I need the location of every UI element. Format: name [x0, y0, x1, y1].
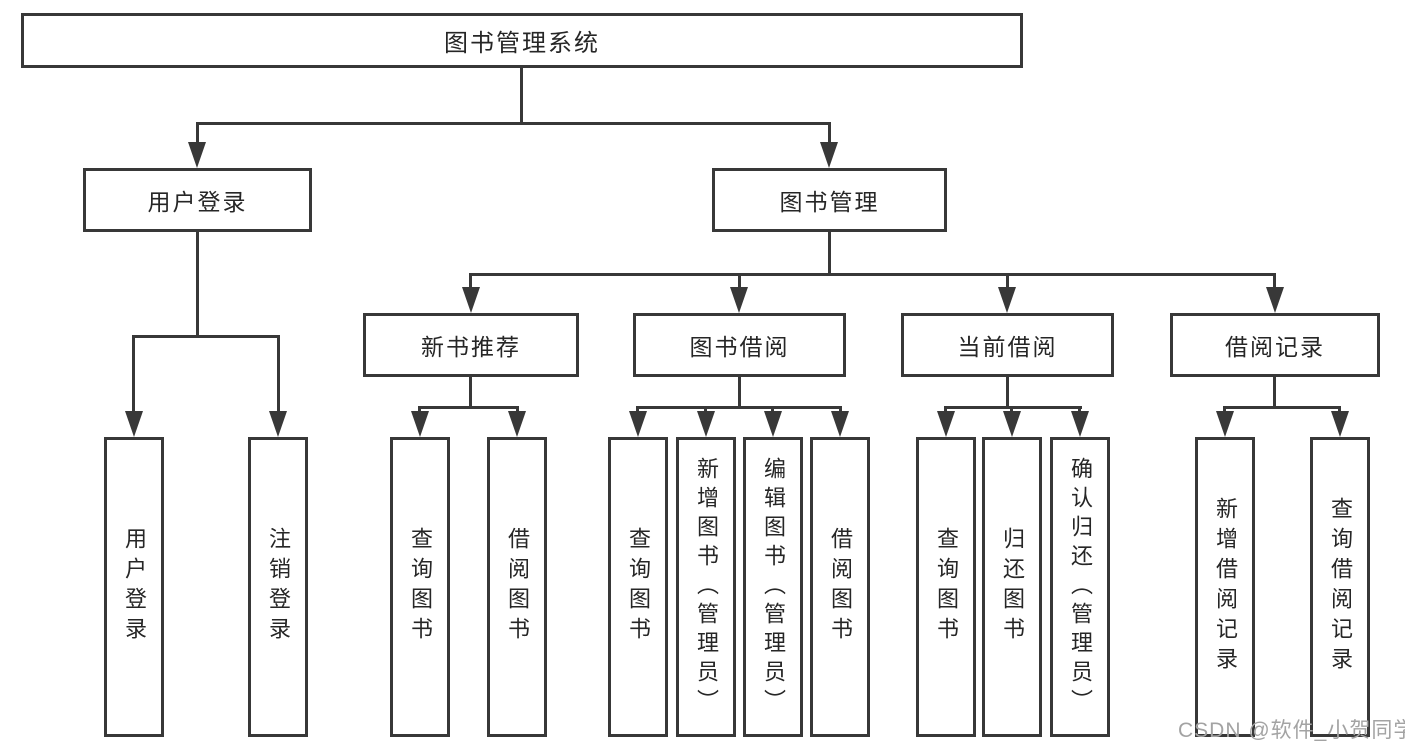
connector-drop-current-borrow: [1006, 273, 1009, 293]
arrow-down-bb-add: [697, 411, 715, 437]
connector-current-hbar: [944, 406, 1082, 409]
node-current-borrow: 当前借阅: [901, 313, 1114, 377]
node-book-management: 图书管理: [712, 168, 947, 232]
leaf-borrow-add-books-admin: 新增图书（管理员）: [676, 437, 736, 737]
leaf-user-login: 用户登录: [104, 437, 164, 737]
arrow-down-bb-edit: [764, 411, 782, 437]
connector-book-borrow-stem: [738, 377, 741, 409]
connector-new-book-hbar: [418, 406, 519, 409]
arrow-down-rec-query: [411, 411, 429, 437]
arrow-down-cb-confirm: [1071, 411, 1089, 437]
arrow-down-bb-borrow: [831, 411, 849, 437]
connector-user-login-hbar: [132, 335, 280, 338]
leaf-recommend-borrow-books: 借阅图书: [487, 437, 547, 737]
connector-records-stem: [1273, 377, 1276, 409]
connector-drop-book-mgmt: [828, 122, 831, 148]
connector-records-hbar: [1223, 406, 1341, 409]
node-book-borrow: 图书借阅: [633, 313, 846, 377]
csdn-watermark: CSDN @软件_小贺同学: [1178, 719, 1405, 742]
connector-drop-new-book: [469, 273, 472, 293]
leaf-current-confirm-return-admin: 确认归还（管理员）: [1050, 437, 1110, 737]
arrow-down-leaf-logout: [269, 411, 287, 437]
arrow-down-current-borrow: [998, 287, 1016, 313]
connector-new-book-stem: [469, 377, 472, 409]
arrow-down-cb-query: [937, 411, 955, 437]
arrow-down-book-mgmt: [820, 142, 838, 168]
arrow-down-bb-query: [629, 411, 647, 437]
node-borrow-records: 借阅记录: [1170, 313, 1380, 377]
leaf-current-query-books: 查询图书: [916, 437, 976, 737]
connector-book-mgmt-stem: [828, 232, 831, 276]
node-library-system: 图书管理系统: [21, 13, 1023, 68]
connector-drop-user-login: [196, 122, 199, 148]
arrow-down-book-borrow: [730, 287, 748, 313]
leaf-recommend-query-books: 查询图书: [390, 437, 450, 737]
leaf-records-query: 查询借阅记录: [1310, 437, 1370, 737]
connector-drop-leaf-logout: [277, 335, 280, 415]
connector-root-stem: [520, 68, 523, 122]
arrow-down-borrow-records: [1266, 287, 1284, 313]
connector-user-login-stem: [196, 232, 199, 338]
connector-drop-borrow-records: [1273, 273, 1276, 293]
connector-drop-leaf-user-login: [132, 335, 135, 415]
arrow-down-leaf-user-login: [125, 411, 143, 437]
arrow-down-br-add: [1216, 411, 1234, 437]
leaf-borrow-borrow-books: 借阅图书: [810, 437, 870, 737]
connector-drop-book-borrow: [738, 273, 741, 293]
connector-current-stem: [1006, 377, 1009, 409]
arrow-down-cb-return: [1003, 411, 1021, 437]
node-new-book-recommend: 新书推荐: [363, 313, 579, 377]
arrow-down-user-login: [188, 142, 206, 168]
node-user-login: 用户登录: [83, 168, 312, 232]
arrow-down-rec-borrow: [508, 411, 526, 437]
leaf-records-add: 新增借阅记录: [1195, 437, 1255, 737]
connector-root-hbar: [196, 122, 831, 125]
leaf-borrow-query-books: 查询图书: [608, 437, 668, 737]
leaf-borrow-edit-books-admin: 编辑图书（管理员）: [743, 437, 803, 737]
leaf-current-return-books: 归还图书: [982, 437, 1042, 737]
arrow-down-new-book: [462, 287, 480, 313]
connector-book-borrow-hbar: [636, 406, 842, 409]
leaf-logout: 注销登录: [248, 437, 308, 737]
arrow-down-br-query: [1331, 411, 1349, 437]
connector-book-mgmt-hbar: [469, 273, 1276, 276]
